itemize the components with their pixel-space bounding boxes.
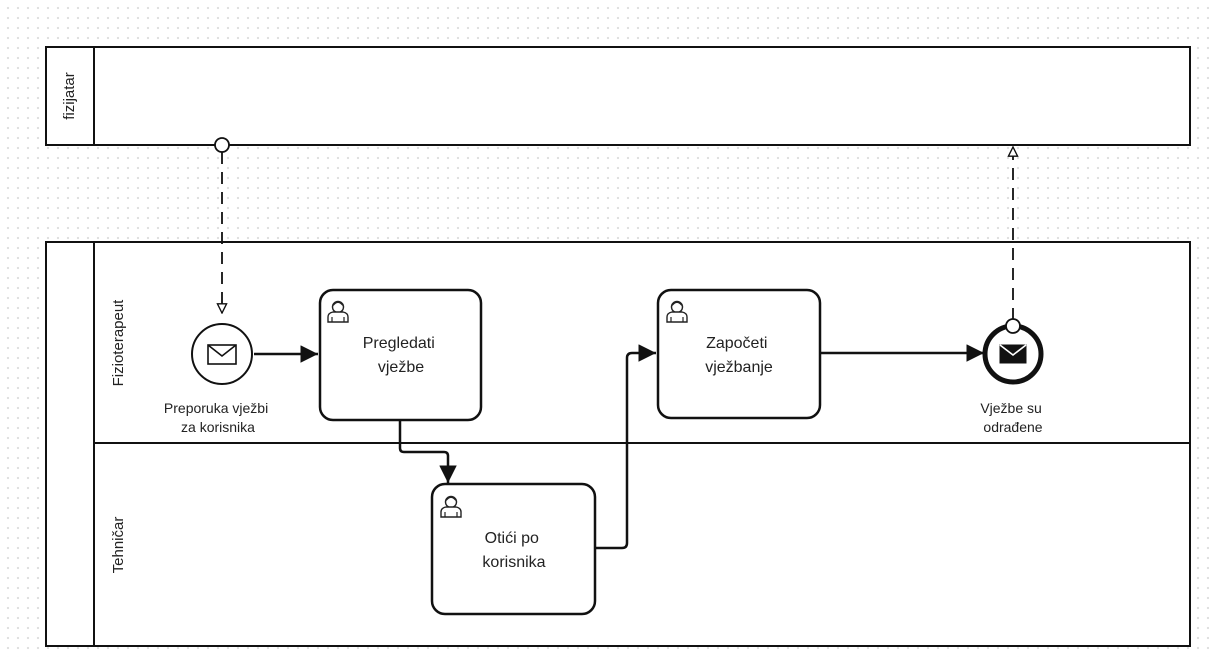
pool-fizijatar[interactable]: fizijatar	[45, 46, 1191, 146]
task-fetch-label-line-1: Otići po	[485, 530, 539, 547]
start-event-label: Preporuka vježbi za korisnika	[164, 400, 272, 435]
sequence-flow-fetch-to-start-exercise[interactable]	[596, 344, 656, 550]
end-event-message[interactable]	[982, 318, 1044, 385]
lane-label-fizioterapeut: Fizioterapeut	[110, 299, 127, 387]
envelope-filled-icon	[999, 344, 1027, 364]
task-start-exercise[interactable]: Započeti vježbanje	[656, 288, 822, 420]
task-fetch-label: Otići po korisnika	[482, 530, 545, 571]
sequence-flow-review-to-fetch[interactable]	[398, 420, 457, 483]
start-event-message[interactable]	[191, 323, 253, 385]
pool-label-fizijatar: fizijatar	[61, 72, 78, 120]
end-event-label-line-2: odrađene	[983, 419, 1042, 435]
task-fetch-user[interactable]: Otići po korisnika	[430, 482, 597, 616]
lane-fizioterapeut[interactable]: Fizioterapeut	[110, 299, 127, 387]
task-fetch-label-line-2: korisnika	[482, 554, 545, 571]
task-review-label-line-1: Pregledati	[363, 335, 435, 352]
lane-label-tehnicar: Tehničar	[110, 517, 127, 574]
start-event-label-line-2: za korisnika	[181, 419, 255, 435]
end-event-label-line-1: Vježbe su	[980, 400, 1041, 416]
envelope-icon	[207, 344, 237, 365]
task-review-label-line-2: vježbe	[378, 359, 424, 376]
message-flow-to-start[interactable]	[214, 137, 230, 313]
task-review-label: Pregledati vježbe	[363, 335, 440, 376]
task-review-exercises[interactable]: Pregledati vježbe	[318, 288, 483, 422]
task-start-exercise-label-line-2: vježbanje	[705, 359, 773, 376]
task-start-exercise-label: Započeti vježbanje	[705, 335, 773, 376]
lane-tehnicar[interactable]: Tehničar	[110, 517, 127, 574]
task-start-exercise-label-line-1: Započeti	[706, 335, 767, 352]
end-event-label: Vježbe su odrađene	[980, 400, 1045, 435]
pool-main[interactable]	[45, 241, 1191, 647]
start-event-label-line-1: Preporuka vježbi	[164, 400, 268, 416]
